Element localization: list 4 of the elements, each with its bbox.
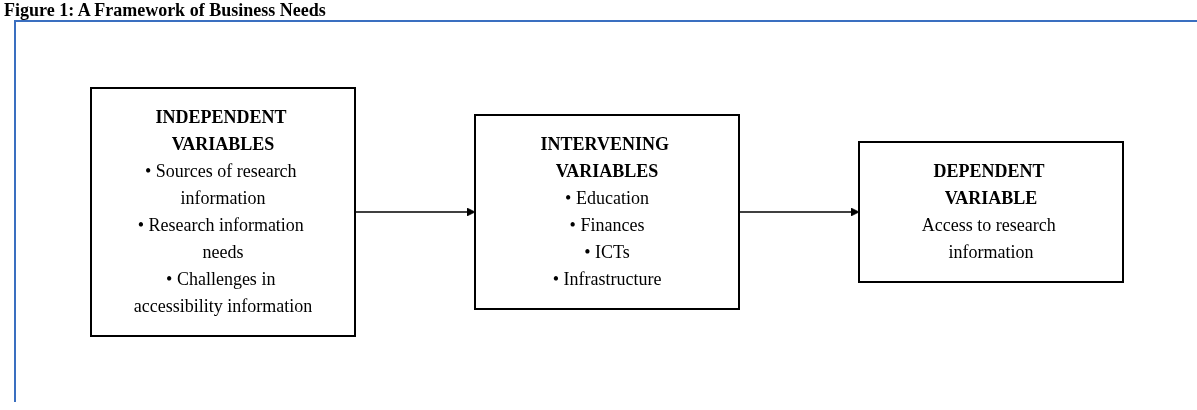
- node-box: INTERVENING VARIABLES • Education • Finances • ICTs • Infrastructure: [473, 114, 740, 310]
- figure-title: Figure 1: A Framework of Business Needs: [4, 0, 327, 20]
- node-box: DEPENDENT VARIABLE Access to research information: [857, 141, 1124, 283]
- node-box: INDEPENDENT VARIABLES • Sources of research information • Research information needs • Challenges in accessibility information: [89, 87, 356, 337]
